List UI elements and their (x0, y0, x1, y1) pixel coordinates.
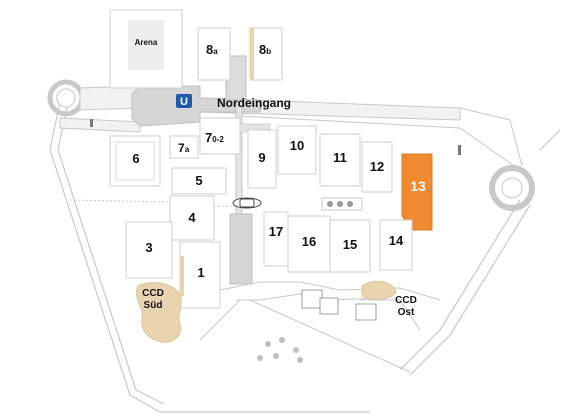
u-bahn-icon (176, 94, 192, 108)
hall-7a[interactable]: 7a (169, 135, 199, 159)
hall-7a-number: 7 (178, 141, 185, 155)
lower-roads (199, 281, 441, 373)
hall-8b-number: 8 (259, 42, 266, 57)
ccd-sued[interactable]: CCD Süd (135, 282, 182, 343)
svg-text:8b: 8b (259, 42, 271, 57)
svg-text:8a: 8a (206, 42, 218, 57)
hall-8a-suffix: a (213, 47, 218, 56)
hall-17-number: 17 (269, 224, 283, 239)
hall-5[interactable]: 5 (171, 167, 227, 195)
hall-7a-suffix: a (185, 145, 190, 154)
hall-6[interactable]: 6 (109, 135, 161, 187)
hall-8a[interactable]: 8a (197, 27, 231, 81)
north-entrance-plaza (131, 55, 261, 231)
hall-13[interactable]: 13 (401, 153, 433, 231)
hall-9[interactable]: 9 (247, 129, 277, 189)
hall-14[interactable]: 14 (379, 219, 413, 271)
ccd-ost[interactable]: CCD Ost (301, 280, 417, 321)
hall-5-number: 5 (195, 173, 202, 188)
hall-13-number: 13 (410, 178, 426, 194)
ccd-sued-line1: CCD (142, 288, 164, 299)
ccd-ost-line2: Ost (398, 307, 415, 318)
hall-7[interactable]: 70-2 (199, 117, 271, 155)
hall-4[interactable]: 4 (169, 195, 215, 241)
hall-8a-number: 8 (206, 42, 213, 57)
hall-17[interactable]: 17 (263, 211, 289, 267)
svg-text:7a: 7a (178, 141, 190, 155)
arena[interactable]: Arena (109, 9, 183, 89)
hall-15[interactable]: 15 (329, 219, 371, 273)
car-icon (232, 197, 262, 209)
svg-text:U: U (180, 96, 188, 108)
hall-10[interactable]: 10 (277, 125, 317, 175)
north-entrance[interactable]: U Nordeingang (176, 94, 291, 110)
hall-12-number: 12 (370, 159, 384, 174)
arena-label: Arena (135, 38, 158, 47)
hall-7-number: 7 (205, 130, 212, 145)
park-area (257, 337, 303, 363)
hall-16-number: 16 (302, 234, 316, 249)
hall-3-number: 3 (145, 240, 152, 255)
hall-16[interactable]: 16 (287, 215, 331, 273)
hall-11-number: 11 (333, 150, 347, 165)
ccd-ost-line1: CCD (395, 295, 417, 306)
hall-1[interactable]: 1 (179, 241, 221, 309)
ccd-sued-line2: Süd (144, 300, 163, 311)
hall-15-number: 15 (343, 237, 357, 252)
parking-icons (321, 197, 363, 211)
hall-4-number: 4 (188, 210, 196, 225)
hall-7-suffix: 0-2 (212, 135, 224, 144)
hall-12[interactable]: 12 (361, 141, 393, 193)
hall-1-number: 1 (197, 265, 204, 280)
entrance-label: Nordeingang (217, 96, 291, 110)
central-mall (229, 213, 253, 285)
roundabout-east (489, 165, 535, 211)
hall-9-number: 9 (258, 150, 265, 165)
hall-6-number: 6 (132, 151, 139, 166)
hall-11[interactable]: 11 (319, 133, 361, 187)
hall-8b-suffix: b (266, 47, 271, 56)
hall-14-number: 14 (389, 233, 404, 248)
hall-3[interactable]: 3 (125, 221, 173, 279)
hall-8b[interactable]: 8b (249, 27, 283, 81)
svg-text:70-2: 70-2 (205, 130, 224, 145)
hall-10-number: 10 (290, 138, 304, 153)
